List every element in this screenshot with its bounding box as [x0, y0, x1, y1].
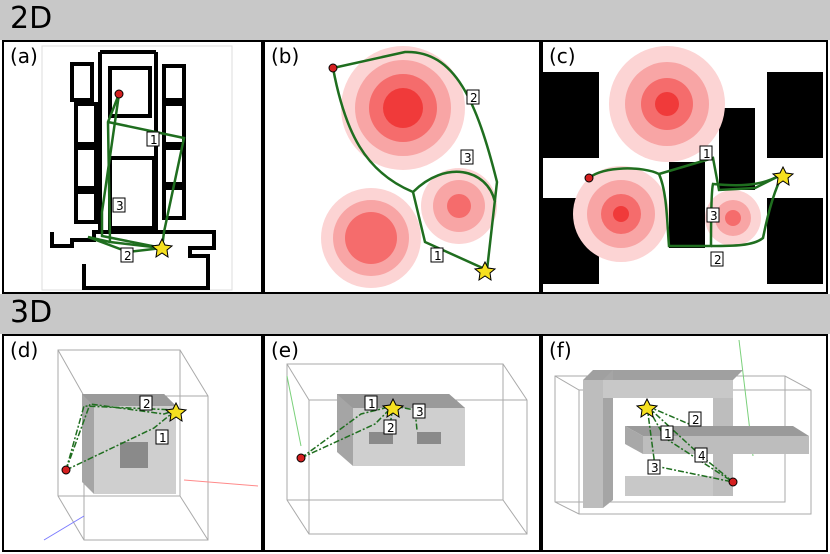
waypoint-label: 3 [416, 405, 424, 419]
waypoint-label: 2 [124, 249, 132, 263]
panel-c: (c) 1 3 2 [541, 40, 828, 294]
waypoint-label: 2 [692, 413, 700, 427]
start-icon [728, 477, 738, 487]
start-icon [296, 453, 306, 463]
frame-scene-3d: 2 1 4 3 [554, 339, 812, 515]
star-icon [150, 237, 174, 259]
waypoint-label: 1 [434, 249, 442, 263]
star-icon [164, 401, 188, 423]
waypoint-label: 1 [368, 397, 376, 411]
panel-f: (f) 2 1 4 [541, 334, 828, 552]
section-band-2d: 2D [0, 0, 830, 40]
star-icon [381, 397, 405, 419]
panel-label-d: (d) [10, 338, 39, 362]
cube-scene-3d: 2 1 [43, 349, 259, 541]
section-title-3d: 3D [10, 295, 53, 330]
waypoint-label: 3 [116, 199, 124, 213]
waypoint-label: 2 [470, 91, 478, 105]
star-icon [771, 165, 795, 187]
waypoint-label: 2 [387, 421, 395, 435]
panel-label-e: (e) [271, 338, 299, 362]
waypoint-label: 2 [714, 253, 722, 267]
waypoint-label: 1 [703, 147, 711, 161]
slab-scene-3d: 1 3 2 [286, 363, 528, 535]
floorplan-diagram: 1 3 2 [41, 45, 233, 291]
start-icon [61, 465, 71, 475]
obstacle-field-diagram: 1 3 2 [543, 46, 823, 284]
waypoint-label: 1 [150, 133, 158, 147]
waypoint-label: 4 [698, 449, 706, 463]
planned-path [65, 403, 177, 471]
waypoint-label: 3 [464, 151, 472, 165]
panel-label-a: (a) [10, 44, 38, 68]
start-icon [328, 63, 338, 73]
panel-label-b: (b) [271, 44, 300, 68]
panel-a: (a) 1 3 2 [2, 40, 263, 294]
potential-field-diagram: 2 3 1 [321, 46, 499, 288]
section-band-3d: 3D [0, 294, 830, 334]
section-title-2d: 2D [10, 1, 53, 36]
waypoint-label: 2 [143, 397, 151, 411]
planned-path [588, 156, 785, 248]
star-icon [473, 260, 497, 282]
waypoint-label: 3 [651, 461, 659, 475]
star-icon [635, 397, 659, 419]
panel-b: (b) 2 3 1 [263, 40, 541, 294]
panel-label-f: (f) [549, 338, 572, 362]
panel-e: (e) 1 3 2 [263, 334, 541, 552]
panel-d: (d) 2 1 [2, 334, 263, 552]
waypoint-label: 3 [710, 209, 718, 223]
start-icon [114, 89, 124, 99]
waypoint-label: 1 [159, 431, 167, 445]
planned-path [331, 50, 499, 272]
waypoint-label: 1 [664, 427, 672, 441]
panel-label-c: (c) [549, 44, 576, 68]
start-icon [584, 173, 594, 183]
